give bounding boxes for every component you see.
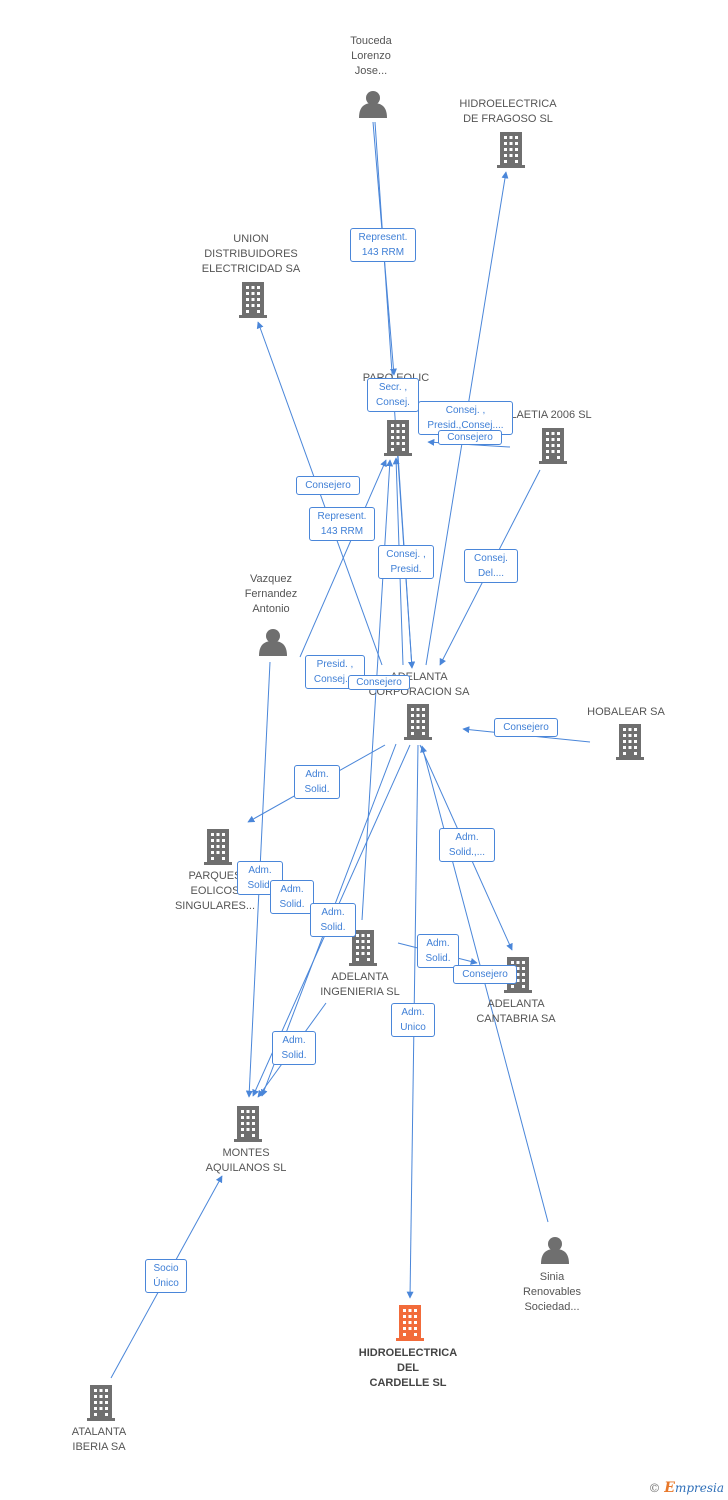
building-icon-montes[interactable] bbox=[234, 1106, 262, 1142]
node-label-hidro-fragoso: HIDROELECTRICA DE FRAGOSO SL bbox=[459, 98, 557, 125]
relation-box[interactable]: Represent. 143 RRM bbox=[309, 507, 375, 541]
relation-box[interactable]: Consejero bbox=[494, 718, 558, 737]
building-icon-parque-eolic[interactable] bbox=[384, 420, 412, 456]
relation-box[interactable]: Consejero bbox=[296, 476, 360, 495]
brand-logo-text: mpresia bbox=[674, 1481, 724, 1495]
relation-box[interactable]: Consejero bbox=[438, 430, 502, 445]
relation-box[interactable]: Consej. , Presid.,Consej.... bbox=[418, 401, 513, 435]
building-icon-hidro-cardelle[interactable] bbox=[396, 1305, 424, 1341]
node-label-touceda: Touceda Lorenzo Jose... bbox=[350, 35, 392, 77]
edges-layer bbox=[110, 121, 591, 1379]
person-icon-sinia[interactable] bbox=[541, 1237, 569, 1264]
relation-box[interactable]: Consej. , Presid. bbox=[378, 545, 434, 579]
building-icon-parques-singulares[interactable] bbox=[204, 829, 232, 865]
relation-box[interactable]: Adm. Solid. bbox=[417, 934, 459, 968]
node-label-vazquez: Vazquez Fernandez Antonio bbox=[244, 573, 298, 615]
building-icon-laetia[interactable] bbox=[539, 428, 567, 464]
relation-box[interactable]: Adm. Solid. bbox=[294, 765, 340, 799]
building-icon-atalanta[interactable] bbox=[87, 1385, 115, 1421]
relation-box[interactable]: Adm. Solid. bbox=[272, 1031, 316, 1065]
relation-box[interactable]: Adm. Solid. bbox=[270, 880, 314, 914]
relation-box[interactable]: Adm. Solid.,... bbox=[439, 828, 495, 862]
relation-box[interactable]: Socio Único bbox=[145, 1259, 187, 1293]
node-label-sinia: Sinia Renovables Sociedad... bbox=[522, 1271, 582, 1313]
node-label-montes: MONTES AQUILANOS SL bbox=[205, 1147, 287, 1174]
relation-box[interactable]: Adm. Solid. bbox=[310, 903, 356, 937]
person-icon-vazquez[interactable] bbox=[259, 629, 287, 656]
copyright-symbol: © bbox=[648, 1481, 661, 1495]
relation-box[interactable]: Secr. , Consej. bbox=[367, 378, 419, 412]
node-label-adelanta-ing: ADELANTA INGENIERIA SL bbox=[320, 971, 400, 998]
node-label-adelanta-cant: ADELANTA CANTABRIA SA bbox=[476, 998, 556, 1025]
relation-box[interactable]: Consejero bbox=[453, 965, 517, 984]
building-icon-hidro-fragoso[interactable] bbox=[497, 132, 525, 168]
person-icon-touceda[interactable] bbox=[359, 91, 387, 118]
node-label-union: UNION DISTRIBUIDORES ELECTRICIDAD SA bbox=[201, 233, 301, 275]
node-label-parques-singulares: PARQUES EOLICOS SINGULARES... bbox=[174, 870, 256, 912]
relation-box[interactable]: Consejero bbox=[348, 675, 410, 690]
relation-box[interactable]: Consej. Del.... bbox=[464, 549, 518, 583]
relation-edge bbox=[420, 745, 549, 1223]
building-icon-adelanta-corp[interactable] bbox=[404, 704, 432, 740]
brand-footer[interactable]: © Empresia bbox=[648, 1480, 724, 1496]
brand-logo-letter: E bbox=[664, 1480, 675, 1496]
building-icon-hobalear[interactable] bbox=[616, 724, 644, 760]
building-icon-union[interactable] bbox=[239, 282, 267, 318]
relation-box[interactable]: Adm. Unico bbox=[391, 1003, 435, 1037]
relation-edge bbox=[361, 459, 394, 921]
node-label-hobalear: HOBALEAR SA bbox=[587, 706, 665, 718]
node-label-atalanta: ATALANTA IBERIA SA bbox=[71, 1426, 127, 1453]
node-label-hidro-cardelle: HIDROELECTRICA DEL CARDELLE SL bbox=[358, 1347, 458, 1389]
node-label-laetia: LAETIA 2006 SL bbox=[510, 409, 592, 421]
relation-box[interactable]: Represent. 143 RRM bbox=[350, 228, 416, 262]
